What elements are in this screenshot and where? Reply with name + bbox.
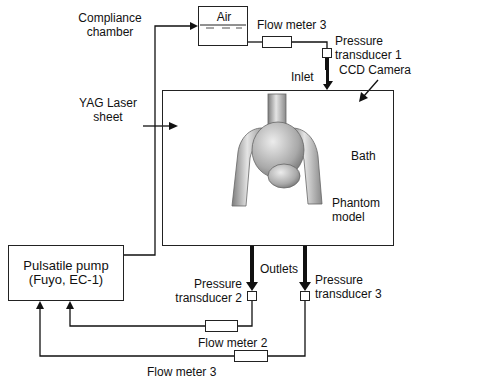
pressure-transducer: Pressure transducer 2 — [247, 291, 257, 301]
node-label: Pressure transducer 2 — [160, 277, 242, 305]
node-label: Compliance chamber — [67, 11, 153, 39]
node-label: Air — [199, 10, 249, 24]
flow-arrow — [299, 246, 311, 291]
node-label: Pressure transducer 1 — [335, 34, 413, 62]
tube-line — [124, 22, 198, 255]
model-label: Phantom model — [331, 196, 393, 224]
pressure-transducer: Pressure transducer 3 — [300, 291, 310, 301]
node-label: Bath — [351, 149, 391, 163]
tube-line — [268, 301, 305, 356]
flow-meter: Flow meter 3 — [262, 36, 292, 48]
camera-arrow — [359, 80, 378, 102]
flow-meter: Flow meter 3 — [234, 350, 268, 362]
laser-arrow — [143, 122, 178, 130]
laser-label: YAG Laser sheet — [72, 96, 144, 124]
compliance-chamber: Compliance chamberAir — [198, 6, 248, 46]
camera-label: CCD Camera — [338, 63, 420, 77]
node-label: Flow meter 3 — [147, 365, 233, 379]
node-label: Flow meter 3 — [257, 18, 347, 32]
flow-arrow — [246, 246, 258, 291]
water-level — [200, 25, 246, 28]
port-label: Outlets — [259, 262, 299, 276]
node-label: Pressure transducer 3 — [315, 273, 395, 301]
node-label: Flow meter 2 — [198, 336, 288, 350]
pump-box: Pulsatile pump (Fuyo, EC-1) — [8, 245, 124, 301]
port-label: Inlet — [290, 70, 326, 84]
node-label: Pulsatile pump (Fuyo, EC-1) — [13, 259, 119, 287]
phantom-model — [232, 94, 322, 206]
flow-meter: Flow meter 2 — [205, 320, 238, 332]
tube-line — [248, 42, 262, 43]
pressure-transducer: Pressure transducer 1 — [322, 48, 332, 58]
